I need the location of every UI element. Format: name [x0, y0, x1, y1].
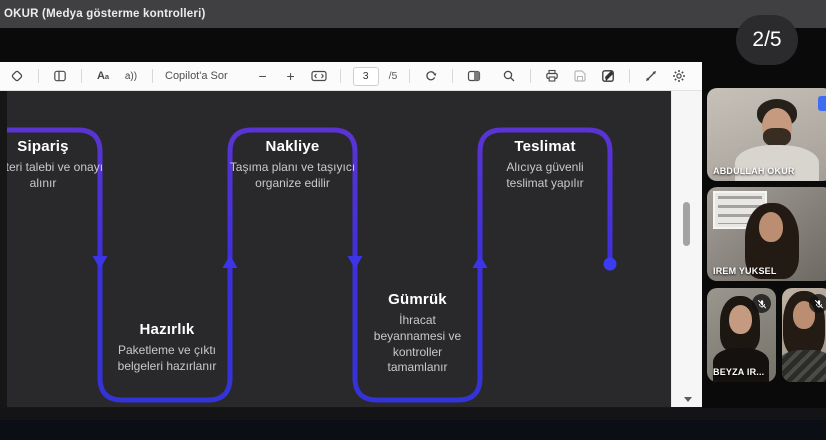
toolbar-separator — [452, 69, 454, 83]
draw-icon[interactable] — [599, 65, 617, 87]
zoom-in-button[interactable]: + — [286, 68, 295, 84]
mic-muted-icon — [809, 294, 826, 313]
node-title: Nakliye — [265, 138, 320, 155]
arrow-up-icon — [222, 255, 238, 268]
pdf-scrollbar[interactable] — [671, 91, 702, 407]
settings-icon[interactable] — [670, 65, 688, 87]
flow-end-dot — [603, 257, 617, 271]
rotate-icon[interactable] — [422, 65, 440, 87]
flow-node-nakliye: Nakliye Taşıma planı ve taşıyıcı organiz… — [227, 138, 358, 192]
avatar — [763, 128, 791, 147]
toolbar-separator — [152, 69, 153, 83]
node-subtitle: İhracat beyannamesi ve kontroller tamaml… — [373, 313, 462, 375]
page-indicator-badge: 2/5 — [736, 15, 798, 65]
share-bar-title: OKUR (Medya gösterme kontrolleri) — [4, 8, 206, 20]
video-tile-irem-yuksel[interactable]: IREM YUKSEL — [707, 187, 826, 281]
read-aloud-icon[interactable]: a)) — [124, 70, 138, 82]
ask-copilot-label: Copilot'a Sor — [165, 70, 228, 82]
participant-name: BEYZA IR... — [713, 367, 765, 377]
table-of-contents-icon[interactable] — [51, 65, 69, 87]
bottom-strip — [0, 408, 826, 420]
participant-name: IREM YUKSEL — [713, 266, 777, 276]
toolbar-separator — [409, 69, 411, 83]
mic-muted-icon — [752, 294, 771, 313]
node-subtitle: Alıcıya güvenli teslimat yapılır — [506, 160, 584, 190]
top-black-strip — [0, 28, 826, 62]
video-tile-abdullah-okur[interactable]: ABDULLAH OKUR — [707, 88, 826, 181]
node-title: Gümrük — [388, 291, 447, 308]
fit-to-width-icon[interactable] — [310, 65, 328, 87]
search-icon[interactable] — [500, 65, 518, 87]
toolbar-separator — [81, 69, 82, 83]
pdf-page: Sipariş Müşteri talebi ve onayı alınır H… — [7, 91, 671, 407]
node-subtitle: Paketleme ve çıktı belgeleri hazırlanır — [117, 343, 217, 373]
avatar — [759, 212, 783, 242]
video-tile-partial[interactable] — [782, 288, 826, 382]
flowchart-connector-path — [7, 127, 617, 403]
pdf-content-area: Sipariş Müşteri talebi ve onayı alınır H… — [0, 91, 702, 407]
arrow-down-icon — [92, 256, 108, 269]
print-icon[interactable] — [543, 65, 561, 87]
toolbar-separator — [629, 69, 630, 83]
copilot-icon[interactable] — [8, 65, 26, 87]
node-title: Hazırlık — [139, 321, 195, 338]
toolbar-separator — [38, 69, 39, 83]
page-number-input[interactable]: 3 — [352, 66, 379, 86]
toolbar-separator — [530, 69, 531, 83]
scrollbar-thumb[interactable] — [683, 202, 690, 246]
video-tile-beyza[interactable]: BEYZA IR... — [707, 288, 776, 382]
participant-name: ABDULLAH OKUR — [713, 166, 795, 176]
flow-node-siparis: Sipariş Müşteri talebi ve onayı alınır — [7, 138, 104, 192]
toolbar-separator — [339, 69, 341, 83]
avatar — [729, 305, 752, 334]
share-control-bar: OKUR (Medya gösterme kontrolleri) — [0, 0, 826, 28]
avatar — [735, 145, 819, 181]
ask-copilot-button[interactable]: Copilot'a Sor — [165, 65, 228, 87]
arrow-down-icon — [347, 256, 363, 269]
page-view-icon[interactable] — [465, 65, 483, 87]
save-icon — [571, 65, 589, 87]
avatar — [782, 350, 826, 382]
raised-hand-icon — [818, 96, 826, 111]
flow-node-teslimat: Teslimat Alıcıya güvenli teslimat yapılı… — [485, 138, 605, 192]
bottom-band — [0, 420, 826, 440]
node-title: Sipariş — [17, 138, 69, 155]
avatar — [713, 348, 769, 382]
node-subtitle: Müşteri talebi ve onayı alınır — [7, 160, 104, 190]
fullscreen-icon[interactable] — [642, 65, 660, 87]
zoom-out-button[interactable]: − — [258, 68, 267, 84]
page-count-label: /5 — [388, 70, 398, 82]
node-title: Teslimat — [514, 138, 576, 155]
node-subtitle: Taşıma planı ve taşıyıcı organize edilir — [229, 160, 356, 190]
flow-node-hazirlik: Hazırlık Paketleme ve çıktı belgeleri ha… — [103, 321, 231, 375]
flow-node-gumruk: Gümrük İhracat beyannamesi ve kontroller… — [362, 291, 473, 376]
scroll-down-arrow-icon[interactable] — [684, 397, 692, 402]
arrow-up-icon — [472, 255, 488, 268]
